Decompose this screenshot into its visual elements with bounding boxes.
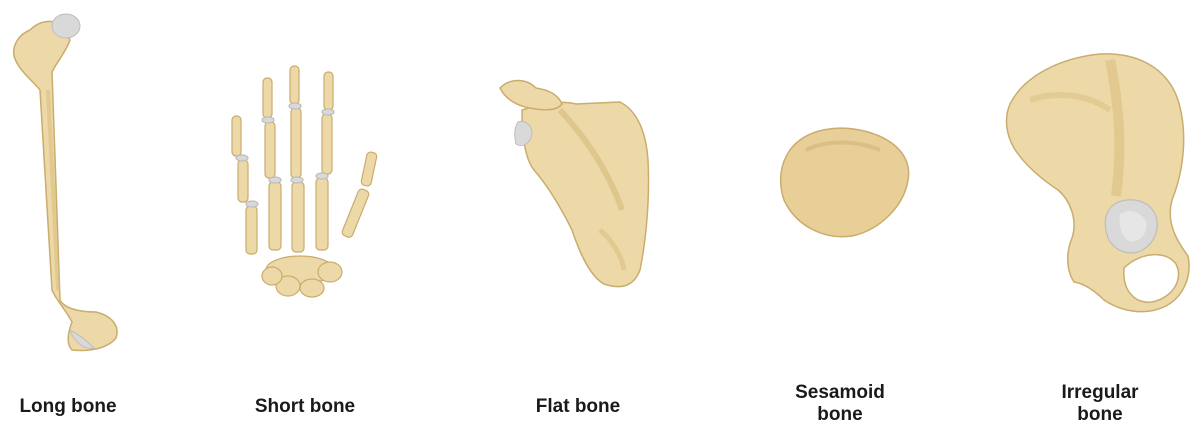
short-bone-label: Short bone	[240, 396, 370, 418]
patella-icon	[781, 128, 909, 236]
hip-bone-icon	[1007, 54, 1189, 312]
femur-icon	[14, 14, 117, 351]
sesamoid-bone-label: Sesamoid bone	[780, 382, 900, 426]
flat-bone-label: Flat bone	[518, 396, 638, 418]
scapula-icon	[500, 81, 649, 287]
hand-bones-icon	[232, 66, 377, 297]
long-bone-label: Long bone	[8, 396, 128, 418]
irregular-bone-label: Irregular bone	[1040, 382, 1160, 426]
